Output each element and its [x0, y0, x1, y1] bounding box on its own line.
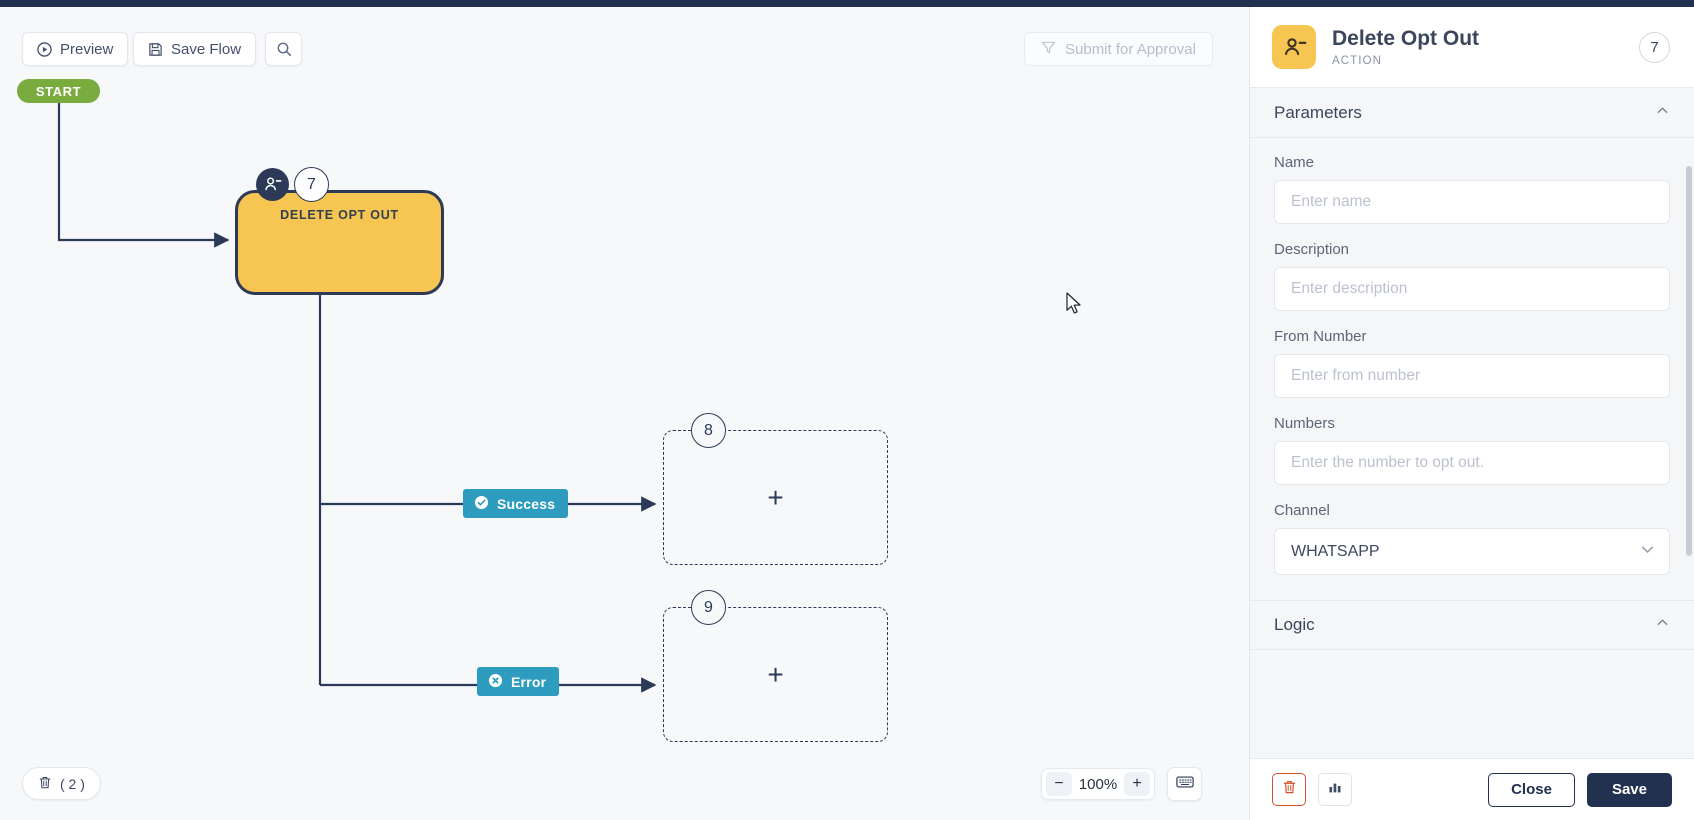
start-label: START: [35, 83, 82, 99]
preview-button[interactable]: Preview: [22, 32, 129, 66]
zoom-out-button[interactable]: −: [1046, 772, 1072, 796]
panel-body: Parameters Name Description From: [1250, 88, 1694, 758]
field-label-channel: Channel: [1274, 502, 1330, 519]
branch-label-success: Success: [497, 495, 556, 512]
field-label-name: Name: [1274, 154, 1315, 171]
keyboard-icon: [1175, 775, 1194, 794]
paper-plane-icon: [1041, 40, 1056, 59]
channel-select[interactable]: WHATSAPP: [1274, 528, 1670, 575]
logic-section-title: Logic: [1274, 615, 1315, 634]
from-number-input[interactable]: [1274, 354, 1670, 398]
node-label: DELETE OPT OUT: [280, 208, 399, 222]
placeholder-node-8[interactable]: 8 +: [663, 413, 888, 565]
add-node-plus-icon[interactable]: +: [767, 481, 784, 513]
zoom-in-button[interactable]: +: [1124, 772, 1150, 796]
top-accent-bar: [0, 0, 1694, 7]
save-flow-button[interactable]: Save Flow: [133, 32, 257, 66]
parameters-form: Name Description From Number Numbers Cha: [1250, 138, 1694, 600]
submit-for-approval-label: Submit for Approval: [1065, 40, 1196, 58]
field-name: Name: [1274, 154, 1670, 224]
panel-footer: Close Save: [1250, 758, 1694, 820]
field-numbers: Numbers: [1274, 415, 1670, 485]
parameters-section-title: Parameters: [1274, 102, 1362, 122]
deleted-nodes-count: ( 2 ): [60, 775, 85, 792]
placeholder-step-badge: 9: [691, 590, 726, 625]
channel-select-wrapper[interactable]: WHATSAPP: [1274, 528, 1670, 575]
start-node[interactable]: START: [17, 79, 100, 103]
analytics-button[interactable]: [1318, 773, 1352, 806]
save-button[interactable]: Save: [1586, 772, 1672, 807]
trash-icon: [38, 775, 52, 793]
field-label-numbers: Numbers: [1274, 415, 1335, 432]
field-label-description: Description: [1274, 241, 1350, 258]
person-minus-icon: [256, 168, 289, 201]
play-circle-icon: [37, 41, 52, 57]
panel-title: Delete Opt Out: [1332, 27, 1480, 51]
chevron-up-icon[interactable]: [1655, 103, 1670, 123]
node-step-badge: 7: [294, 167, 329, 202]
field-description: Description: [1274, 241, 1670, 311]
chevron-up-icon[interactable]: [1655, 615, 1670, 635]
preview-label: Preview: [60, 40, 114, 58]
submit-for-approval-button[interactable]: Submit for Approval: [1024, 32, 1213, 66]
name-input[interactable]: [1274, 180, 1670, 224]
field-channel: Channel WHATSAPP: [1274, 502, 1670, 575]
parameters-section-header[interactable]: Parameters: [1250, 88, 1694, 138]
field-from-number: From Number: [1274, 328, 1670, 398]
branch-chip-error[interactable]: Error: [477, 667, 560, 696]
close-button[interactable]: Close: [1488, 772, 1575, 807]
flow-edges: [57, 103, 657, 693]
description-input[interactable]: [1274, 267, 1670, 311]
bar-chart-icon: [1327, 779, 1343, 800]
panel-header-text: Delete Opt Out ACTION: [1332, 27, 1479, 66]
branch-chip-success[interactable]: Success: [463, 489, 569, 518]
check-circle-icon: [474, 495, 489, 513]
deleted-nodes-button[interactable]: ( 2 ): [22, 767, 101, 800]
keyboard-shortcuts-button[interactable]: [1167, 767, 1202, 801]
panel-header: Delete Opt Out ACTION 7: [1250, 7, 1694, 88]
properties-panel: Delete Opt Out ACTION 7 Parameters Name: [1249, 7, 1694, 820]
logic-section-header[interactable]: Logic: [1250, 600, 1694, 650]
panel-scrollbar[interactable]: [1686, 166, 1692, 556]
panel-step-badge: 7: [1639, 32, 1670, 63]
placeholder-node-9[interactable]: 9 +: [663, 590, 888, 742]
add-node-plus-icon[interactable]: +: [767, 658, 784, 690]
flow-canvas[interactable]: Preview Save Flow: [0, 7, 1249, 820]
trash-icon: [1282, 779, 1297, 800]
x-circle-icon: [488, 673, 503, 691]
zoom-controls[interactable]: − 100% +: [1041, 768, 1155, 800]
branch-label-error: Error: [511, 673, 547, 690]
search-icon: [276, 41, 292, 57]
zoom-level-value: 100%: [1078, 775, 1118, 793]
save-flow-label: Save Flow: [171, 40, 242, 58]
node-delete-opt-out[interactable]: 7 DELETE OPT OUT: [235, 167, 444, 295]
placeholder-step-badge: 8: [691, 413, 726, 448]
person-minus-icon: [1272, 25, 1316, 69]
delete-action-button[interactable]: [1272, 773, 1306, 806]
floppy-disk-icon: [148, 42, 163, 57]
field-label-from-number: From Number: [1274, 328, 1367, 345]
search-button[interactable]: [265, 32, 302, 66]
panel-subtitle: ACTION: [1332, 54, 1383, 67]
numbers-input[interactable]: [1274, 441, 1670, 485]
